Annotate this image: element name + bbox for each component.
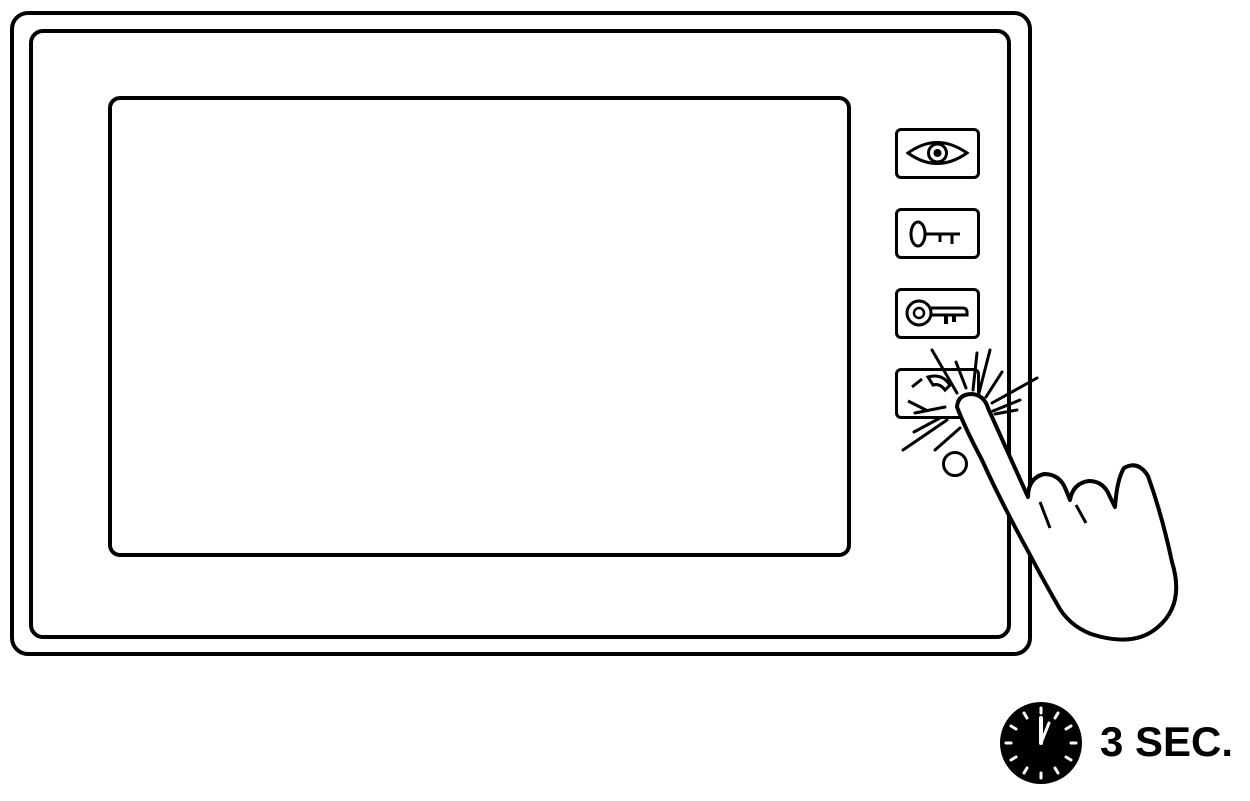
key-icon [898,211,977,256]
call-button[interactable] [895,368,980,419]
duration-label: 3 SEC. [1100,718,1233,766]
second-unlock-button[interactable] [895,288,980,339]
key-ring-icon [898,291,977,336]
eye-icon [898,131,977,176]
unlock-button[interactable] [895,208,980,259]
status-led [942,451,968,477]
monitor-screen [108,96,851,557]
clock-icon [999,701,1083,785]
monitor-button[interactable] [895,128,980,179]
phone-handset-icon [898,371,977,416]
